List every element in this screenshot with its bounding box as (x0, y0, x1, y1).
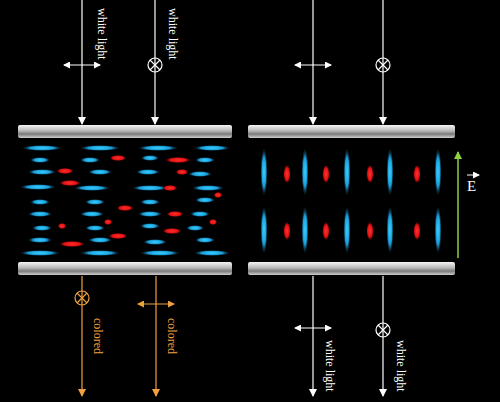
ray-label: white light (394, 340, 407, 392)
ray-label: colored (165, 318, 178, 354)
colored-rays (82, 276, 156, 396)
dye-molecules (57, 155, 222, 247)
field-label: E (467, 178, 476, 195)
ray-label: white light (166, 8, 179, 60)
ray-label: white light (95, 8, 108, 60)
field-arrow (458, 152, 479, 258)
polarization-symbols (64, 58, 390, 337)
ray-label: white light (323, 340, 336, 392)
liquid-crystal-molecules (20, 145, 230, 256)
ray-label: colored (91, 318, 104, 354)
aligned-liquid-crystal (261, 148, 442, 254)
glass-plates (18, 125, 455, 275)
aligned-dye (284, 165, 421, 240)
light-rays (82, 0, 383, 396)
